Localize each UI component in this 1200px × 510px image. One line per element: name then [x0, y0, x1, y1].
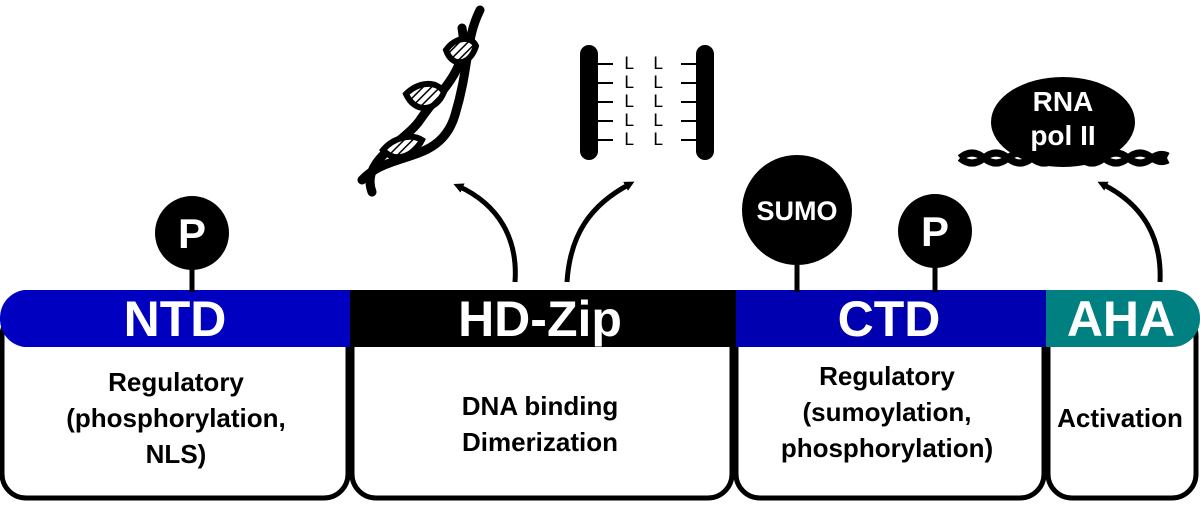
ctd-phospho-label: P	[921, 208, 949, 255]
dna-helix-icon	[357, 5, 485, 197]
hdzip-label: HD-Zip	[458, 291, 622, 347]
hdzip-domain	[350, 290, 736, 347]
ctd-sumo-label: SUMO	[757, 196, 838, 226]
activation-arrow	[1097, 181, 1163, 283]
hdzip-desc-line-2: Dimerization	[462, 427, 618, 457]
ntd-domain	[0, 290, 350, 347]
ctd-phosphorylation-marker: P	[898, 194, 972, 292]
ntd-label: NTD	[124, 291, 227, 347]
zipper-letter: L	[653, 130, 663, 150]
domain-bar: NTD HD-Zip CTD AHA	[0, 290, 1200, 347]
ntd-phosphorylation-marker: P	[155, 196, 229, 292]
ntd-desc-line-1: Regulatory	[108, 367, 244, 397]
aha-desc-line-1: Activation	[1057, 403, 1183, 433]
zipper-letter: L	[624, 73, 634, 93]
leucine-zipper-icon: L L L L L L L L L L	[580, 45, 714, 160]
zipper-letter: L	[653, 54, 663, 74]
aha-label: AHA	[1067, 291, 1175, 347]
aha-description-box: Activation	[1045, 309, 1199, 501]
ctd-desc-line-2: (sumoylation,	[802, 397, 971, 427]
ntd-desc-line-2: (phosphorylation,	[66, 403, 286, 433]
zipper-letter: L	[624, 111, 634, 131]
ctd-description-box: Regulatory (sumoylation, phosphorylation…	[733, 309, 1047, 501]
zipper-letter: L	[653, 92, 663, 112]
zipper-letter: L	[653, 111, 663, 131]
rna-pol-label-line-1: RNA	[1033, 86, 1094, 117]
rna-pol-ii-icon: RNA pol II	[957, 77, 1170, 167]
rna-pol-label-line-2: pol II	[1030, 120, 1095, 151]
ctd-label: CTD	[838, 291, 941, 347]
ntd-desc-line-3: NLS)	[146, 439, 207, 469]
ctd-domain	[736, 290, 1046, 347]
hdzip-description-box: DNA binding Dimerization	[349, 309, 735, 501]
ntd-description-box: Regulatory (phosphorylation, NLS)	[0, 309, 351, 501]
ctd-desc-line-1: Regulatory	[819, 361, 955, 391]
dna-binding-arrow	[453, 183, 518, 283]
zipper-letter: L	[624, 54, 634, 74]
ctd-sumo-marker: SUMO	[742, 155, 852, 292]
aha-domain	[1046, 290, 1200, 347]
zipper-letter: L	[624, 92, 634, 112]
ntd-phospho-label: P	[178, 210, 206, 257]
zipper-letter: L	[653, 73, 663, 93]
ctd-desc-line-3: phosphorylation)	[781, 433, 993, 463]
hdzip-desc-line-1: DNA binding	[462, 391, 618, 421]
dimerization-arrow	[564, 181, 635, 283]
zipper-letter: L	[624, 130, 634, 150]
